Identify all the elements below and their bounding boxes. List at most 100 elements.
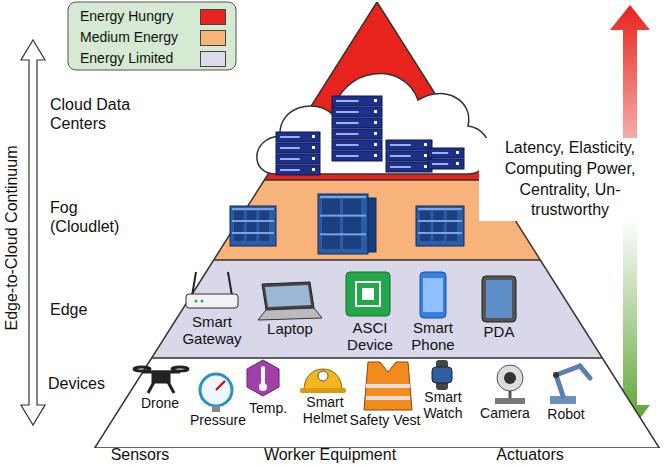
band-shape bbox=[0, 260, 665, 358]
server-part bbox=[276, 154, 320, 164]
band-label: Cloud Data Centers bbox=[50, 95, 160, 133]
server-part bbox=[424, 143, 427, 146]
pyramid-band: Edge bbox=[0, 260, 665, 358]
item-label: Smart Gateway bbox=[182, 313, 241, 347]
item-label: Smart Phone bbox=[411, 319, 454, 353]
label-box: Smart Gateway bbox=[173, 314, 251, 348]
item-label: Smart Watch bbox=[423, 389, 462, 421]
item-label: ASCI Device bbox=[347, 319, 393, 353]
server-part bbox=[428, 148, 464, 158]
label-box: Smart Watch bbox=[419, 390, 467, 421]
server-part bbox=[390, 166, 411, 168]
server-part bbox=[332, 107, 382, 117]
server-part bbox=[416, 206, 464, 246]
server-part bbox=[433, 211, 443, 241]
legend-text: Energy Hungry bbox=[80, 8, 173, 24]
item-label: Latency, Elasticity, Computing Power, Ce… bbox=[505, 139, 636, 218]
drone-icon bbox=[134, 367, 188, 393]
server-part bbox=[386, 162, 432, 172]
server-part bbox=[343, 199, 361, 249]
server-part bbox=[230, 206, 276, 246]
continuum-arrow bbox=[21, 40, 45, 425]
server-part bbox=[312, 135, 315, 138]
server-part bbox=[312, 157, 315, 160]
item-label: Camera bbox=[480, 405, 530, 421]
server-part bbox=[232, 208, 274, 210]
server-part bbox=[374, 99, 377, 102]
item-label: Safety Vest bbox=[350, 412, 421, 428]
server-part bbox=[386, 151, 432, 161]
legend-text: Energy Limited bbox=[80, 50, 173, 66]
server-part bbox=[336, 111, 359, 113]
server-part bbox=[374, 132, 377, 135]
server-part bbox=[418, 232, 462, 234]
server-part bbox=[420, 211, 430, 241]
label-box: Smart Phone bbox=[405, 320, 461, 354]
server-part bbox=[418, 220, 462, 222]
server-part bbox=[332, 140, 382, 150]
label-box: Edge-to-Cloud Continuum bbox=[3, 146, 21, 331]
server-part bbox=[424, 154, 427, 157]
label-box: ASCI Device bbox=[341, 320, 399, 354]
server-part bbox=[368, 198, 376, 252]
server-part bbox=[232, 232, 274, 234]
item-label: Temp. bbox=[249, 400, 287, 416]
server-part bbox=[374, 143, 377, 146]
server-part bbox=[320, 196, 366, 198]
label-box: PDA bbox=[484, 324, 515, 341]
legend-swatch bbox=[200, 9, 226, 25]
server-part bbox=[447, 211, 457, 241]
asci-device-icon bbox=[346, 272, 390, 316]
band-label: Edge bbox=[50, 300, 130, 319]
server-part bbox=[336, 100, 359, 102]
server-part bbox=[390, 155, 411, 157]
item-label: Sensors bbox=[111, 446, 170, 463]
server-part bbox=[332, 118, 382, 128]
label-box: Safety Vest bbox=[350, 413, 421, 429]
camera-icon bbox=[495, 365, 525, 404]
server-part bbox=[320, 233, 366, 235]
server-part bbox=[259, 211, 269, 241]
legend-swatch bbox=[200, 30, 226, 46]
legend-box bbox=[68, 2, 236, 70]
server-part bbox=[312, 146, 315, 149]
label-box: Worker Equipment bbox=[264, 446, 396, 464]
label-box: Temp. bbox=[249, 401, 287, 417]
server-part bbox=[336, 144, 359, 146]
server-part bbox=[374, 154, 377, 157]
label-box: Drone bbox=[141, 396, 179, 412]
server-part bbox=[336, 155, 359, 157]
server-part bbox=[456, 151, 459, 154]
label-box: Pressure bbox=[190, 413, 246, 429]
smart-helmet-icon bbox=[300, 369, 346, 393]
server-part bbox=[332, 151, 382, 161]
server-part bbox=[320, 215, 366, 217]
server-part bbox=[232, 220, 274, 222]
label-box: Laptop bbox=[267, 321, 313, 338]
item-label: PDA bbox=[484, 323, 515, 340]
server-part bbox=[332, 96, 382, 106]
band-outline bbox=[152, 260, 603, 358]
laptop-icon bbox=[258, 282, 322, 320]
temperature-icon bbox=[247, 360, 279, 396]
server-part bbox=[428, 159, 464, 169]
band-label: Fog (Cloudlet) bbox=[50, 198, 132, 236]
band-outline bbox=[95, 358, 660, 448]
server-part bbox=[374, 110, 377, 113]
label-box: Smart Helmet bbox=[295, 395, 355, 426]
server-part bbox=[312, 168, 315, 171]
servers bbox=[230, 96, 464, 254]
label-box: Actuators bbox=[496, 446, 564, 464]
band-label: Devices bbox=[48, 374, 128, 393]
pressure-gauge-icon bbox=[200, 374, 232, 412]
server-part bbox=[418, 208, 462, 210]
item-label: Robot bbox=[547, 406, 584, 422]
server-part bbox=[332, 129, 382, 139]
server-part bbox=[276, 165, 320, 175]
item-label: Pressure bbox=[190, 412, 246, 428]
item-label: Laptop bbox=[267, 320, 313, 337]
server-part bbox=[280, 158, 300, 160]
server-part bbox=[280, 136, 300, 138]
